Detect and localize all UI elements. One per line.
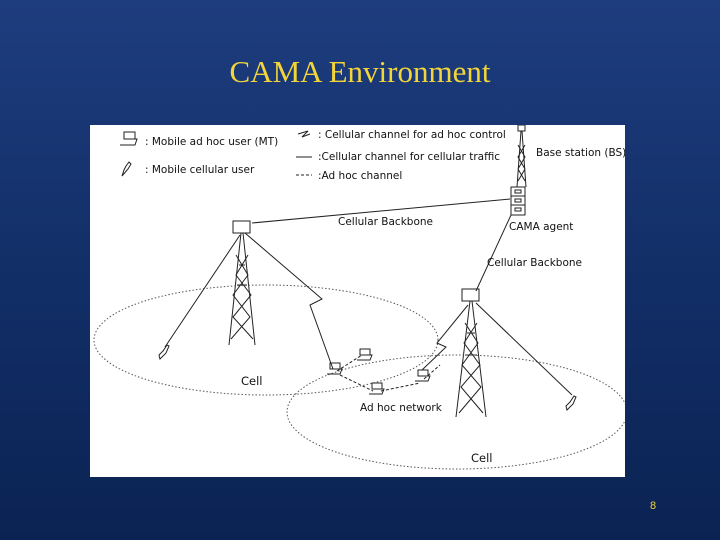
slide-title: CAMA Environment — [229, 54, 491, 89]
mt-laptop-icon — [357, 348, 373, 361]
traffic-link-left-phone — [164, 234, 241, 348]
control-link-left-mt — [244, 232, 334, 370]
control-link-right-mt — [421, 304, 469, 371]
cama-diagram: : Mobile ad hoc user (MT) : Mobile cellu… — [90, 125, 625, 477]
backbone-link-top — [251, 198, 511, 224]
legend-mt-label: : Mobile ad hoc user (MT) — [145, 136, 279, 148]
backbone-right-label: Cellular Backbone — [487, 257, 582, 269]
legend-laptop-icon — [120, 131, 138, 146]
adhoc-links — [336, 354, 441, 392]
cell-right-ellipse — [286, 354, 625, 470]
cellular-phone-icon — [565, 395, 577, 411]
legend-phone-icon — [121, 161, 132, 177]
traffic-link-right-phone — [475, 302, 573, 396]
cell-left-ellipse — [93, 284, 439, 396]
cama-agent-server-icon — [510, 186, 526, 216]
page-number: 8 — [650, 500, 657, 512]
legend-control-channel-icon — [297, 130, 311, 138]
cell-right-label: Cell — [471, 451, 493, 465]
right-tower-icon — [455, 288, 487, 418]
legend-control-channel-label: : Cellular channel for ad hoc control — [318, 129, 506, 141]
cellular-phone-icon — [158, 344, 170, 360]
mt-laptop-icon — [369, 382, 385, 395]
cama-agent-label: CAMA agent — [509, 221, 574, 233]
legend-adhoc-channel-label: :Ad hoc channel — [318, 170, 403, 182]
base-station-tower-icon — [516, 125, 527, 188]
diagram-graphics — [93, 125, 625, 470]
backbone-link-right — [475, 214, 512, 292]
left-tower-icon — [228, 220, 256, 346]
legend-traffic-channel-label: :Cellular channel for cellular traffic — [318, 151, 501, 163]
mt-laptop-icon — [415, 369, 431, 382]
base-station-label: Base station (BS) — [536, 147, 625, 159]
cell-left-label: Cell — [241, 374, 263, 388]
adhoc-network-label: Ad hoc network — [360, 402, 442, 414]
legend-cellular-user-label: : Mobile cellular user — [145, 164, 255, 176]
backbone-top-label: Cellular Backbone — [338, 216, 433, 228]
mt-laptop-icon — [327, 362, 343, 375]
